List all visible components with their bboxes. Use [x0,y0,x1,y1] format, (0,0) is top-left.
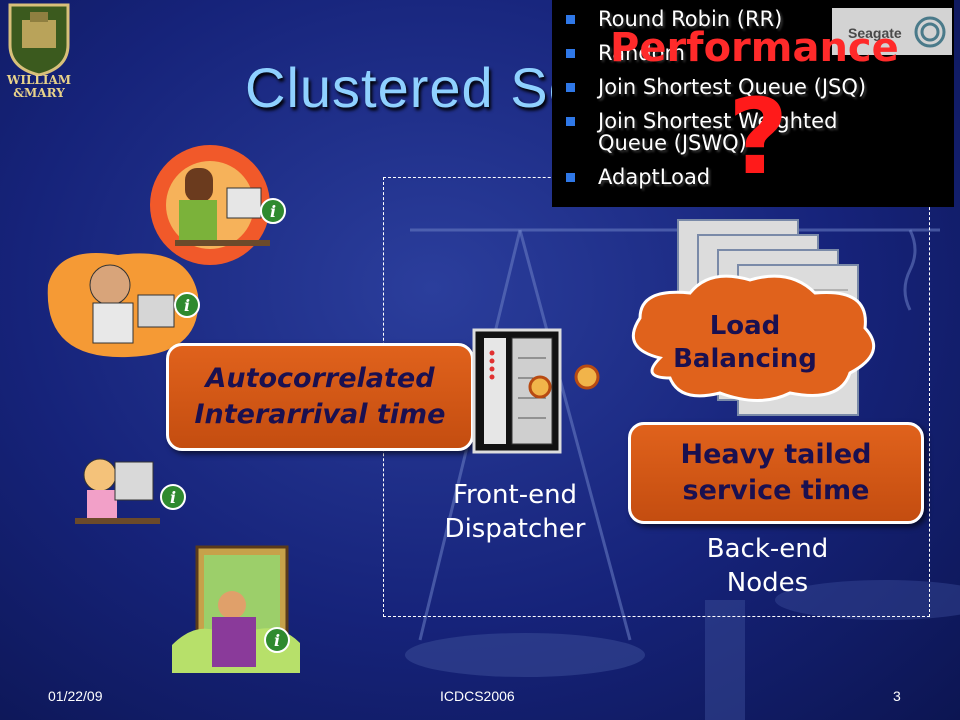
client-4-clipart [75,458,160,524]
footer-conference: ICDCS2006 [440,688,515,704]
thought-bubble-dots [528,364,600,399]
algorithm-item: Random [566,42,896,64]
svg-text:i: i [270,202,276,221]
autocorrelated-callout: Autocorrelated Interarrival time [166,343,474,451]
performance-label: Performance [610,25,899,71]
info-icon: i [260,198,286,224]
footer-page-number: 3 [893,688,901,704]
footer-date: 01/22/09 [48,688,103,704]
svg-text:i: i [274,631,280,650]
heavy-tailed-line-1: Heavy tailed [680,439,872,470]
dispatcher-server-icon [472,328,562,454]
info-icon: i [264,627,290,653]
algorithm-list: Round Robin (RR) Random Join Shortest Qu… [566,8,896,200]
heavy-tailed-callout: Heavy tailed service time [628,422,924,524]
back-end-line-2: Nodes [726,568,809,598]
question-mark: ? [728,76,789,198]
client-2-clipart [47,253,199,358]
info-icon: i [174,292,200,318]
autocorrelated-line-1: Autocorrelated [205,363,435,394]
algorithm-item: Join Shortest Queue (JSQ) [566,76,896,98]
info-icon: i [160,484,186,510]
scale-background [405,228,960,720]
seagate-logo: Seagate [832,8,952,55]
back-end-line-1: Back-end [706,534,829,564]
load-balancing-line-1: Load [709,311,781,341]
autocorrelated-line-2: Interarrival time [194,399,446,430]
svg-text:i: i [170,488,176,507]
front-end-label: Front-end Dispatcher [430,478,600,546]
client-1-clipart [150,145,270,265]
crest-icon [8,3,70,77]
load-balancing-line-2: Balancing [673,344,817,374]
load-balancing-text: Load Balancing [640,310,850,376]
william-mary-logo: WILLIAM &MARY [0,0,80,110]
front-end-line-2: Dispatcher [444,514,586,544]
algorithm-item: Join Shortest Weighted Queue (JSWQ) [566,110,896,154]
front-end-line-1: Front-end [452,480,578,510]
heavy-tailed-line-2: service time [682,475,870,506]
load-balancing-cloud [631,274,876,402]
logo-text: WILLIAM &MARY [0,74,78,100]
seagate-label: Seagate [848,25,902,41]
logo-line-1: WILLIAM [6,73,72,87]
client-5-clipart [172,545,300,673]
svg-text:i: i [184,296,190,315]
seagate-swirl-icon [914,16,946,48]
algorithm-item: Round Robin (RR) [566,8,896,30]
logo-line-2: &MARY [13,86,65,100]
back-end-label: Back-end Nodes [680,532,855,600]
algorithm-item: AdaptLoad [566,166,896,188]
